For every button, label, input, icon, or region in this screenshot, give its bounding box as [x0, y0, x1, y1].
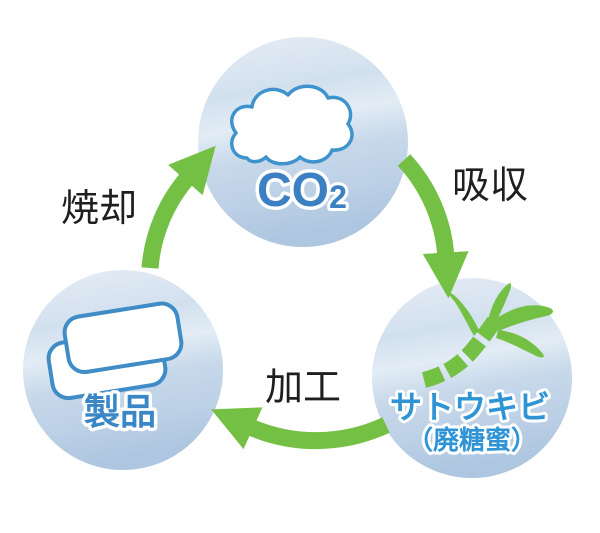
- cloud-icon: [230, 84, 354, 166]
- processing-arrow: [211, 407, 390, 450]
- product-label: 製品: [84, 391, 156, 432]
- incineration-label: 焼却: [61, 188, 137, 230]
- co2-label-sub: 2: [329, 179, 347, 215]
- co2-label: CO 2: [254, 161, 350, 221]
- co2-label-main: CO: [257, 164, 329, 217]
- sugarcane-leaves: [447, 283, 553, 358]
- product-sheet-top: [62, 301, 184, 375]
- cycle-arrows: [141, 145, 469, 450]
- sugarcane-label-main: サトウキビ: [390, 389, 550, 425]
- sugarcane-label-sub: （廃糖蜜）: [407, 425, 537, 455]
- processing-label: 加工: [265, 367, 341, 409]
- sugarcane-node-circle: [372, 278, 572, 478]
- sugarcane-icon: [421, 283, 553, 388]
- sugarcane-label: サトウキビ （廃糖蜜）: [387, 386, 553, 458]
- incineration-arrow: [141, 145, 216, 269]
- absorption-arrow: [397, 154, 469, 299]
- product-sheets-icon: [46, 301, 184, 401]
- absorption-label: 吸収: [452, 165, 528, 207]
